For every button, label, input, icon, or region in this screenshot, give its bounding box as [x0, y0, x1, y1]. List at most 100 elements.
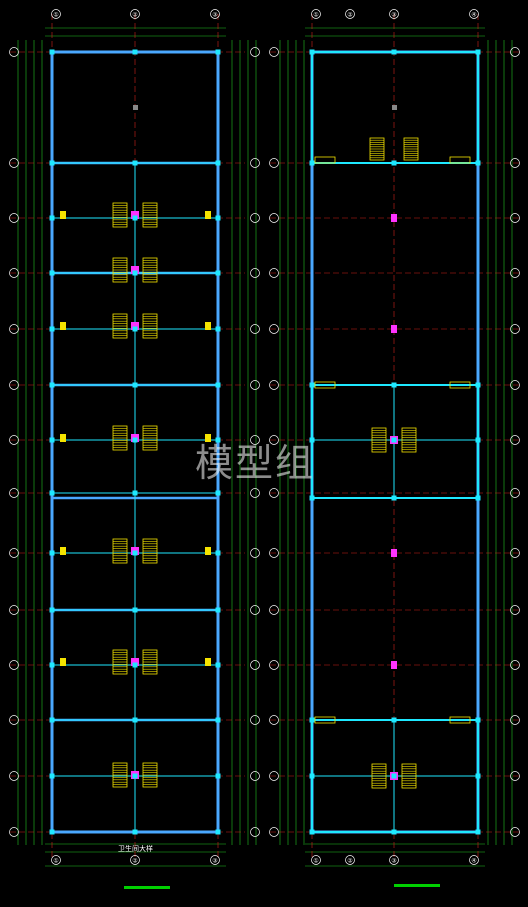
- axis-bubble-bottom-label: ①: [53, 857, 58, 864]
- column: [215, 550, 221, 556]
- axis-bubble-left: [269, 435, 279, 445]
- column: [215, 326, 221, 332]
- column: [215, 382, 221, 388]
- door-mark-right: [205, 211, 211, 219]
- scale-bar-right: [394, 884, 440, 887]
- column: [132, 607, 138, 613]
- axis-bubble-bottom: [389, 855, 399, 865]
- axis-bubble-left: [9, 605, 19, 615]
- scale-bar-left: [124, 886, 170, 889]
- column: [49, 215, 55, 221]
- axis-bubble-left: [9, 268, 19, 278]
- axis-bubble-right: [250, 47, 260, 57]
- axis-bubble-top: [311, 9, 321, 19]
- column: [475, 717, 481, 723]
- column: [49, 160, 55, 166]
- door-swing: [314, 716, 336, 724]
- axis-bubble-bottom: [311, 855, 321, 865]
- axis-bubble-left: [269, 605, 279, 615]
- axis-bubble-top-label: ③: [212, 11, 217, 18]
- column: [391, 437, 397, 443]
- top-room-mark: [392, 105, 397, 110]
- axis-bubble-bottom: [51, 855, 61, 865]
- axis-bubble-left: [9, 324, 19, 334]
- door-swing: [314, 156, 336, 164]
- door-swing: [314, 381, 336, 389]
- axis-bubble-right: [250, 488, 260, 498]
- column: [475, 160, 481, 166]
- column: [215, 662, 221, 668]
- column: [132, 829, 138, 835]
- door-mark-right: [205, 658, 211, 666]
- axis-bubble-right: [510, 605, 520, 615]
- column: [215, 160, 221, 166]
- column: [49, 437, 55, 443]
- column: [309, 773, 315, 779]
- column: [215, 215, 221, 221]
- column: [391, 717, 397, 723]
- axis-bubble-right: [510, 380, 520, 390]
- column: [475, 49, 481, 55]
- axis-bubble-top-label: ②: [347, 11, 353, 18]
- column: [49, 49, 55, 55]
- axis-bubble-left: [269, 324, 279, 334]
- axis-bubble-right: [510, 548, 520, 558]
- door-swing: [449, 381, 471, 389]
- column: [309, 495, 315, 501]
- column: [132, 550, 138, 556]
- axis-bubble-right: [510, 660, 520, 670]
- axis-bubble-bottom: [130, 855, 140, 865]
- axis-bubble-top: [469, 9, 479, 19]
- column: [49, 717, 55, 723]
- column: [132, 160, 138, 166]
- axis-bubble-bottom-label: ③: [212, 857, 217, 864]
- door-mark-right: [205, 322, 211, 330]
- axis-bubble-right: [250, 548, 260, 558]
- axis-bubble-left: [9, 771, 19, 781]
- axis-bubble-left: [9, 380, 19, 390]
- column: [391, 495, 397, 501]
- column: [132, 717, 138, 723]
- door-mark-left: [60, 658, 66, 666]
- column: [309, 829, 315, 835]
- axis-bubble-left: [269, 47, 279, 57]
- column: [49, 550, 55, 556]
- plan-title-note: 卫生间大样: [118, 844, 153, 853]
- toilet-block-fixture: [131, 266, 139, 274]
- axis-bubble-left: [9, 548, 19, 558]
- column: [215, 829, 221, 835]
- axis-bubble-right: [250, 715, 260, 725]
- axis-bubble-right: [250, 435, 260, 445]
- corridor-marker: [391, 661, 397, 669]
- column: [49, 829, 55, 835]
- axis-bubble-left: [269, 660, 279, 670]
- axis-bubble-top: [345, 9, 355, 19]
- axis-bubble-bottom: [469, 855, 479, 865]
- column: [49, 607, 55, 613]
- axis-bubble-left: [269, 715, 279, 725]
- column: [309, 49, 315, 55]
- toilet-block-fixture: [131, 211, 139, 219]
- axis-bubble-right: [250, 660, 260, 670]
- axis-bubble-right: [250, 213, 260, 223]
- column: [132, 773, 138, 779]
- axis-bubble-left: [9, 827, 19, 837]
- axis-bubble-bottom: [345, 855, 355, 865]
- axis-bubble-top-label: ②: [132, 11, 138, 18]
- door-mark-right: [205, 547, 211, 555]
- column: [132, 326, 138, 332]
- corridor-marker: [391, 214, 397, 222]
- column: [49, 662, 55, 668]
- door-mark-left: [60, 434, 66, 442]
- axis-bubble-left: [269, 827, 279, 837]
- column: [215, 773, 221, 779]
- axis-bubble-right: [510, 715, 520, 725]
- axis-bubble-top: [389, 9, 399, 19]
- column: [49, 270, 55, 276]
- column: [215, 270, 221, 276]
- column: [215, 490, 221, 496]
- axis-bubble-left: [9, 488, 19, 498]
- axis-bubble-right: [250, 605, 260, 615]
- axis-bubble-bottom-label: ②: [132, 857, 138, 864]
